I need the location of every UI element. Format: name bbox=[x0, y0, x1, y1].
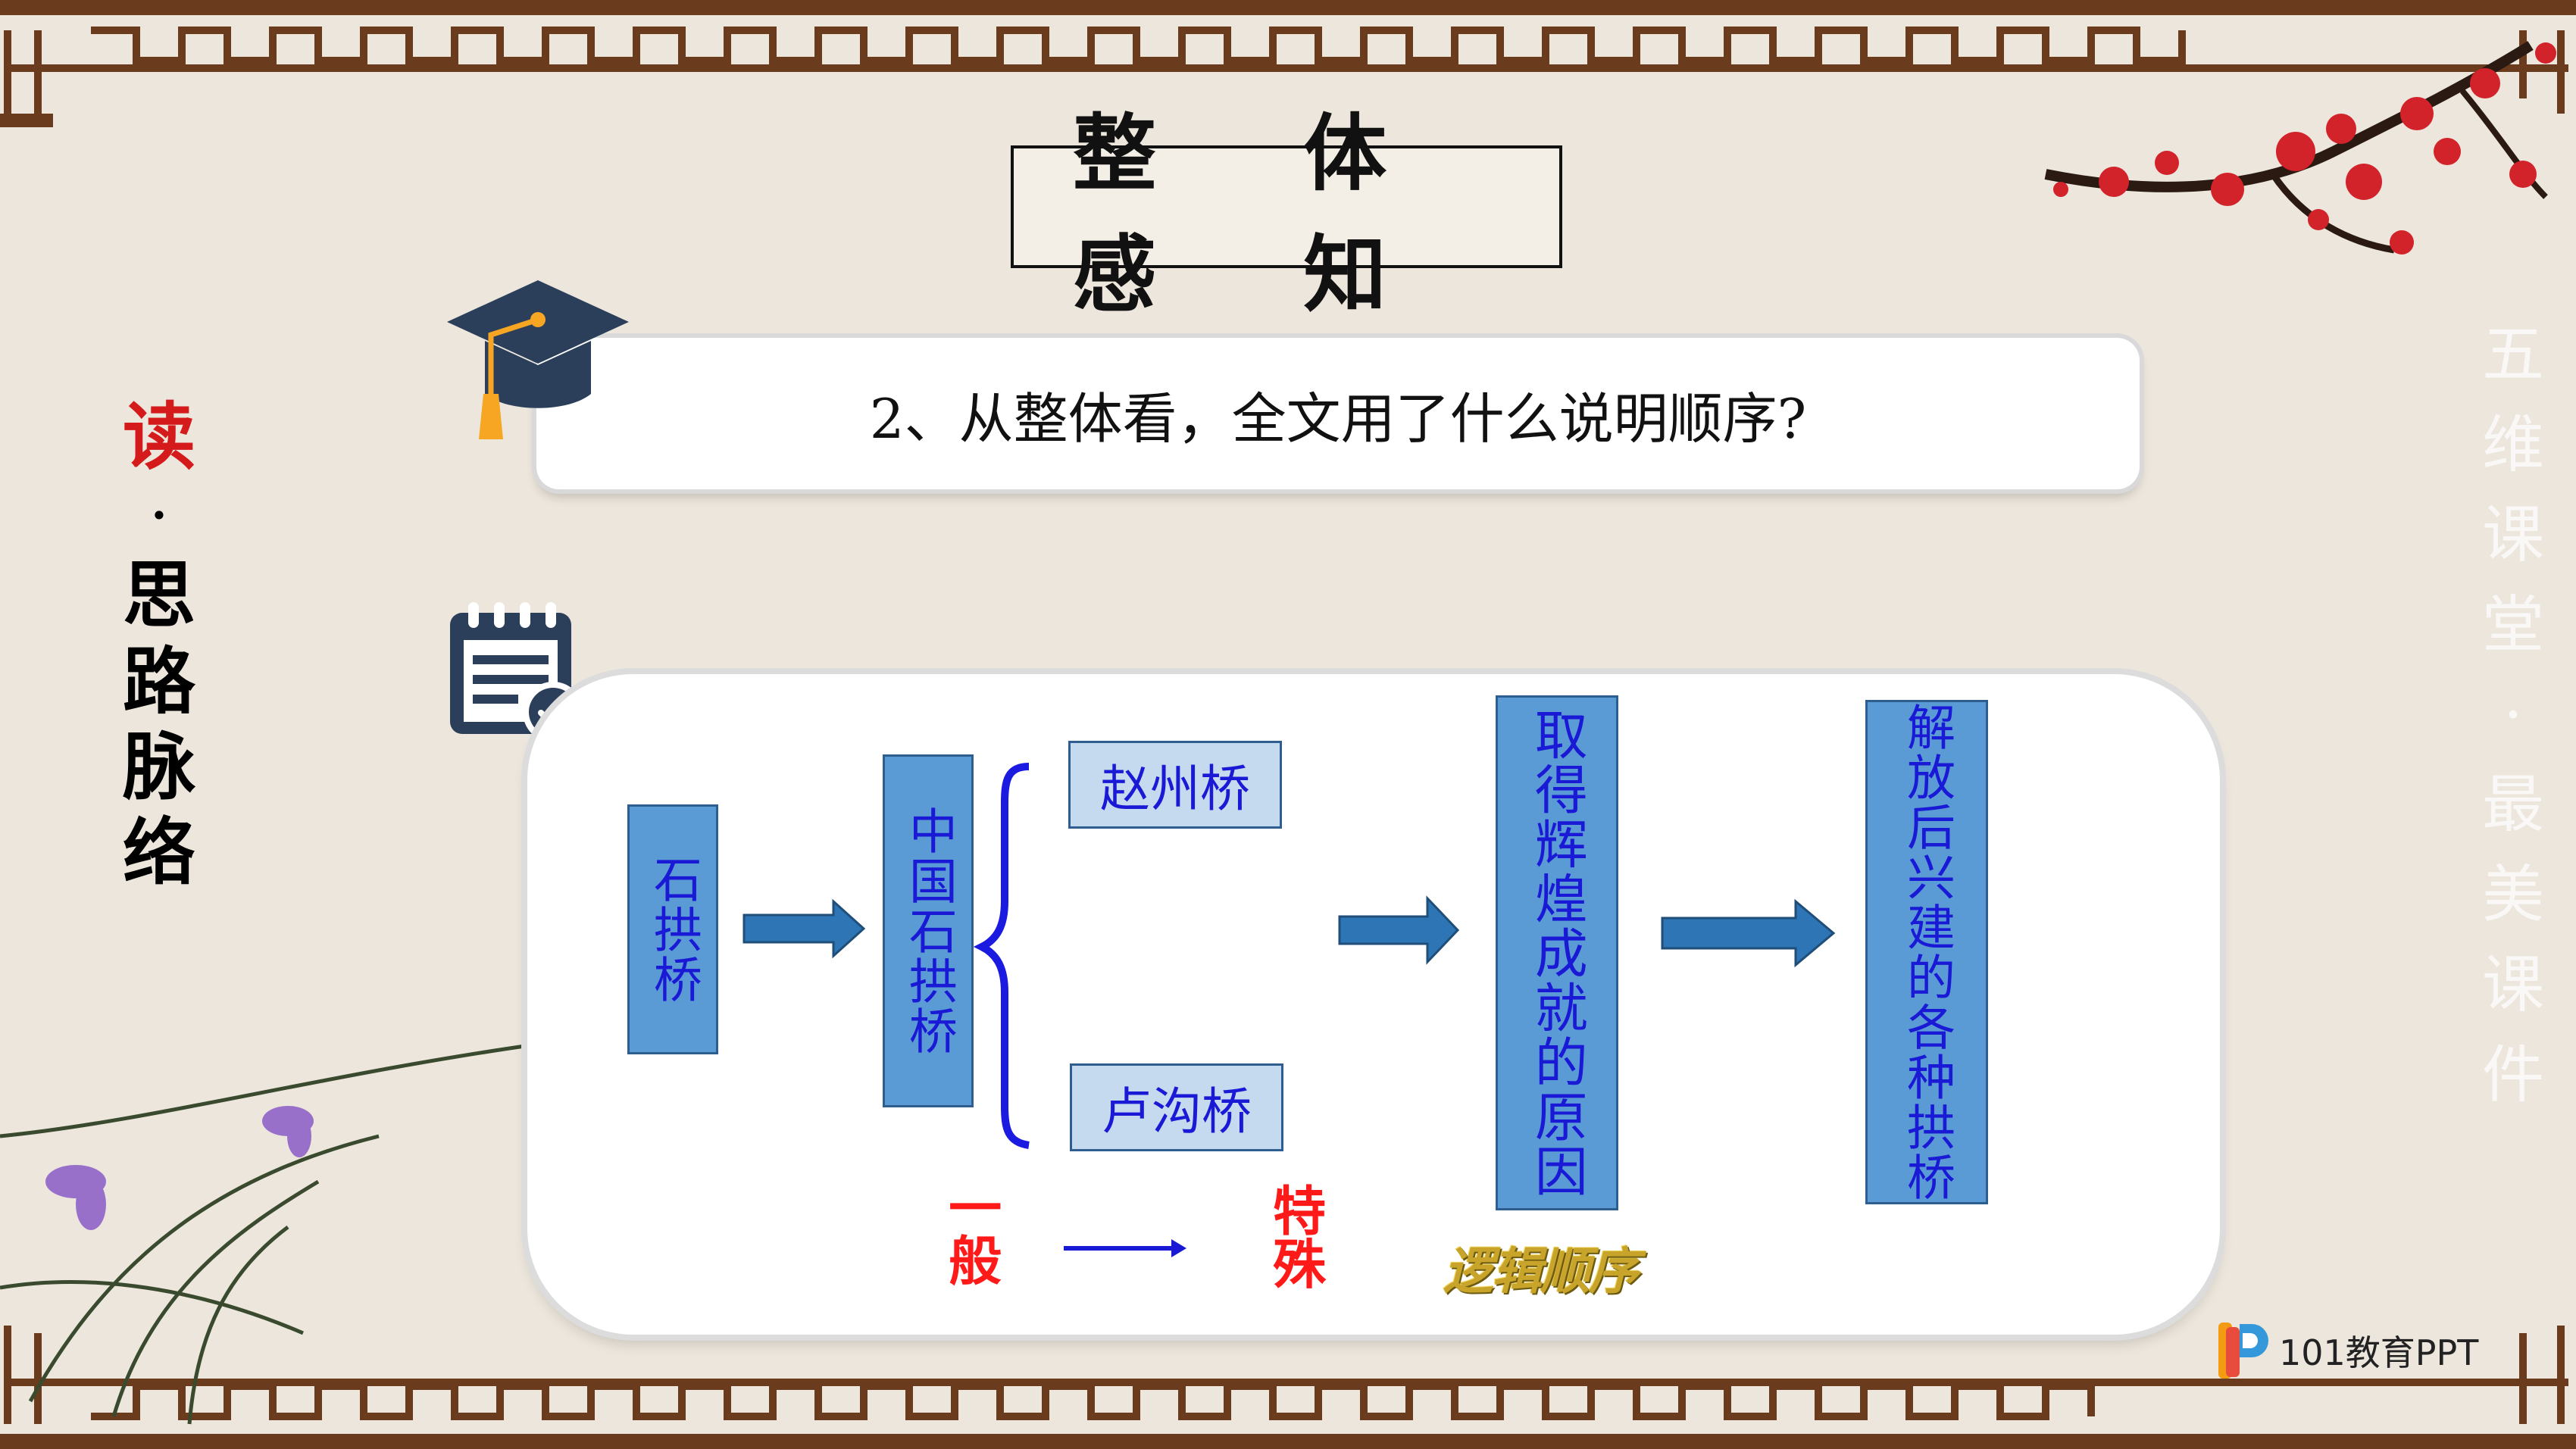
side-label-char: · bbox=[151, 489, 167, 543]
side-label-char: 思 bbox=[123, 552, 195, 639]
flow-box-stone-arch-bridge: 石拱桥 bbox=[627, 804, 718, 1054]
motto-char: 最 bbox=[2481, 769, 2544, 842]
side-label-char: 脉 bbox=[123, 723, 195, 810]
side-label-char: 络 bbox=[123, 810, 195, 896]
motto-char: · bbox=[2503, 679, 2524, 751]
order-general-label: 一般 bbox=[939, 1180, 1002, 1286]
logo-icon bbox=[2218, 1323, 2268, 1379]
plum-blossom-branch bbox=[2044, 41, 2556, 255]
question-box: 2、从整体看，全文用了什么说明顺序? bbox=[536, 338, 2140, 489]
thin-arrow-icon bbox=[1064, 1239, 1186, 1257]
side-label: 读 · 思 路 脉 络 bbox=[114, 394, 205, 895]
motto-char: 课 bbox=[2481, 949, 2544, 1022]
arrow-icon bbox=[742, 898, 866, 959]
side-label-char: 路 bbox=[123, 638, 195, 724]
order-special-label: 特殊 bbox=[1264, 1183, 1327, 1289]
motto-char: 五 bbox=[2481, 319, 2544, 391]
motto-char: 堂 bbox=[2481, 589, 2544, 661]
brace-icon bbox=[973, 763, 1030, 1149]
side-label-char: 读 bbox=[123, 394, 195, 479]
question-text: 2、从整体看，全文用了什么说明顺序? bbox=[869, 386, 1807, 451]
logic-order-label: 逻辑顺序 bbox=[1443, 1242, 1639, 1301]
arrow-icon bbox=[1338, 895, 1460, 965]
motto-char: 件 bbox=[2481, 1039, 2544, 1112]
motto-char: 维 bbox=[2481, 408, 2544, 481]
branch-box-zhaozhou-bridge: 赵州桥 bbox=[1068, 741, 1282, 829]
motto-char: 美 bbox=[2481, 859, 2544, 932]
branch-box-lugou-bridge: 卢沟桥 bbox=[1070, 1063, 1283, 1151]
graduation-cap-icon bbox=[447, 280, 629, 439]
flow-box-modern-bridges: 解放后兴建的各种拱桥 bbox=[1865, 700, 1988, 1204]
arrow-icon bbox=[1661, 898, 1836, 968]
brand-logo: 101教育PPT bbox=[2212, 1316, 2478, 1385]
motto-watermark: 五 维 课 堂 · 最 美 课 件 bbox=[2471, 311, 2555, 1121]
logo-text: 101教育PPT bbox=[2279, 1332, 2479, 1373]
flow-box-reasons: 取得辉煌成就的原因 bbox=[1496, 695, 1618, 1210]
flow-box-chinese-stone-arch-bridge: 中国石拱桥 bbox=[883, 754, 974, 1107]
motto-char: 课 bbox=[2481, 498, 2544, 571]
orchid-plant bbox=[0, 1043, 531, 1425]
